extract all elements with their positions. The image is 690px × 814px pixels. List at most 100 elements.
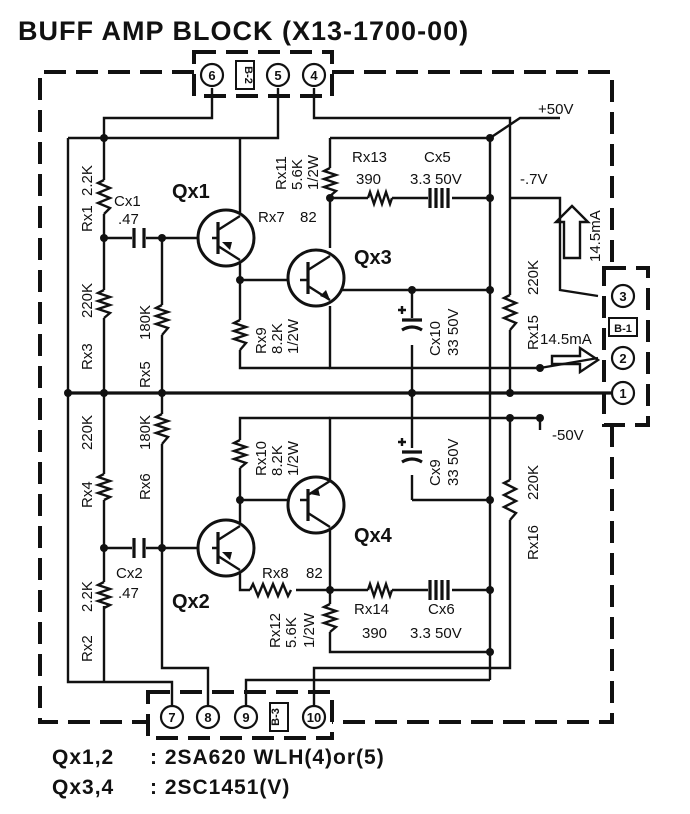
footer-part-2: : 2SC1451(V) — [150, 776, 290, 799]
rx9-power: 1/2W — [285, 318, 302, 354]
rx13-value: 390 — [356, 171, 381, 188]
cx1-value: .47 — [118, 211, 139, 228]
resistor-rx6 — [152, 412, 172, 445]
rx14-value: 390 — [362, 625, 387, 642]
pin-label: 1 — [619, 386, 626, 401]
rx2-ref: Rx2 — [79, 635, 96, 662]
transistor-qx4 — [286, 475, 346, 535]
rx6-ref: Rx6 — [137, 473, 154, 500]
qx3-label: Qx3 — [354, 247, 392, 269]
rx3-value: 220K — [79, 283, 96, 318]
resistor-rx8 — [248, 580, 293, 600]
pin-label: 3 — [619, 289, 626, 304]
cx9-value: 33 50V — [445, 438, 462, 486]
resistor-rx1 — [94, 178, 114, 215]
pin-label: 9 — [242, 710, 249, 725]
current-arrow-up — [553, 204, 591, 260]
rx9-value: 8.2K — [269, 323, 286, 354]
v-pos-label: +50V — [538, 101, 573, 118]
rx13-ref: Rx13 — [352, 149, 387, 166]
rx12-ref: Rx12 — [267, 613, 284, 648]
capacitor-cx10 — [398, 306, 423, 332]
cx2-value: .47 — [118, 585, 139, 602]
rx7-ref: Rx7 — [258, 209, 285, 226]
connector-label: B-3 — [270, 708, 282, 726]
rx4-ref: Rx4 — [79, 481, 96, 508]
rx16-ref: Rx16 — [525, 525, 542, 560]
rx4-value: 220K — [79, 415, 96, 450]
rx5-ref: Rx5 — [137, 361, 154, 388]
rx12-value: 5.6K — [283, 617, 300, 648]
rx2-value: 2.2K — [79, 581, 96, 612]
capacitor-cx5 — [428, 188, 450, 208]
resistor-rx14 — [366, 580, 394, 600]
rx8-ref: Rx8 — [262, 565, 289, 582]
pin-label: 5 — [274, 68, 281, 83]
rx8-value: 82 — [306, 565, 323, 582]
rx11-value: 5.6K — [289, 159, 306, 190]
capacitor-cx2 — [132, 538, 146, 558]
rx3-ref: Rx3 — [79, 343, 96, 370]
rx10-ref: Rx10 — [253, 441, 270, 476]
resistor-rx5 — [152, 303, 172, 336]
pin-label: 2 — [619, 351, 626, 366]
rx16-value: 220K — [525, 465, 542, 500]
cx10-value: 33 50V — [445, 308, 462, 356]
resistor-rx13 — [366, 188, 394, 208]
pin-label: 8 — [204, 710, 211, 725]
pin-label: 7 — [168, 710, 175, 725]
pin-label: 6 — [208, 68, 215, 83]
capacitor-cx1 — [132, 228, 146, 248]
cx10-ref: Cx10 — [427, 321, 444, 356]
cx2-ref: Cx2 — [116, 565, 143, 582]
footer-ref-1: Qx1,2 — [52, 746, 114, 769]
rx10-value: 8.2K — [269, 445, 286, 476]
rx14-ref: Rx14 — [354, 601, 389, 618]
block-outline — [38, 50, 650, 740]
rx1-value: 2.2K — [79, 165, 96, 196]
resistor-rx2 — [94, 580, 114, 610]
resistor-rx15 — [500, 293, 520, 331]
v-neg-label: -50V — [552, 427, 584, 444]
connector-b2: 6 B-2 5 4 — [199, 60, 327, 90]
connector-label: B-2 — [242, 66, 254, 84]
rx11-ref: Rx11 — [273, 156, 290, 190]
rx15-ref: Rx15 — [525, 315, 542, 350]
cx9-ref: Cx9 — [427, 459, 444, 486]
junction-dots — [64, 134, 544, 656]
transistor-qx3 — [286, 248, 346, 308]
transistor-qx2 — [196, 518, 256, 578]
footer-ref-2: Qx3,4 — [52, 776, 114, 799]
rx11-power: 1/2W — [305, 154, 322, 190]
qx2-label: Qx2 — [172, 591, 210, 613]
diagram-title: BUFF AMP BLOCK (X13-1700-00) — [18, 16, 469, 46]
current-up-label: 14.5mA — [587, 210, 604, 262]
rx7-value: 82 — [300, 209, 317, 226]
cx1-ref: Cx1 — [114, 193, 141, 210]
connector-b1: 3 B-1 2 1 — [608, 283, 638, 406]
connector-label: B-1 — [614, 323, 632, 335]
transistor-qx1 — [196, 208, 256, 268]
resistor-rx4 — [94, 472, 114, 502]
resistor-rx3 — [94, 288, 114, 319]
resistor-rx16 — [501, 478, 519, 521]
rx15-value: 220K — [525, 260, 542, 295]
resistor-rx12 — [320, 602, 340, 633]
resistor-rx10 — [230, 438, 250, 469]
qx1-label: Qx1 — [172, 181, 210, 203]
cx5-value: 3.3 50V — [410, 171, 462, 188]
capacitor-cx6 — [428, 580, 450, 600]
rx9-ref: Rx9 — [253, 327, 270, 354]
rx12-power: 1/2W — [301, 612, 318, 648]
pin-label: 10 — [307, 710, 321, 725]
rx5-value: 180K — [137, 305, 154, 340]
cx5-ref: Cx5 — [424, 149, 451, 166]
cx6-value: 3.3 50V — [410, 625, 462, 642]
footer-part-1: : 2SA620 WLH(4)or(5) — [150, 746, 385, 769]
resistor-rx9 — [230, 318, 250, 351]
resistor-rx11 — [320, 166, 340, 197]
cx6-ref: Cx6 — [428, 601, 455, 618]
qx4-label: Qx4 — [354, 525, 393, 547]
v-small-label: -.7V — [520, 171, 548, 188]
